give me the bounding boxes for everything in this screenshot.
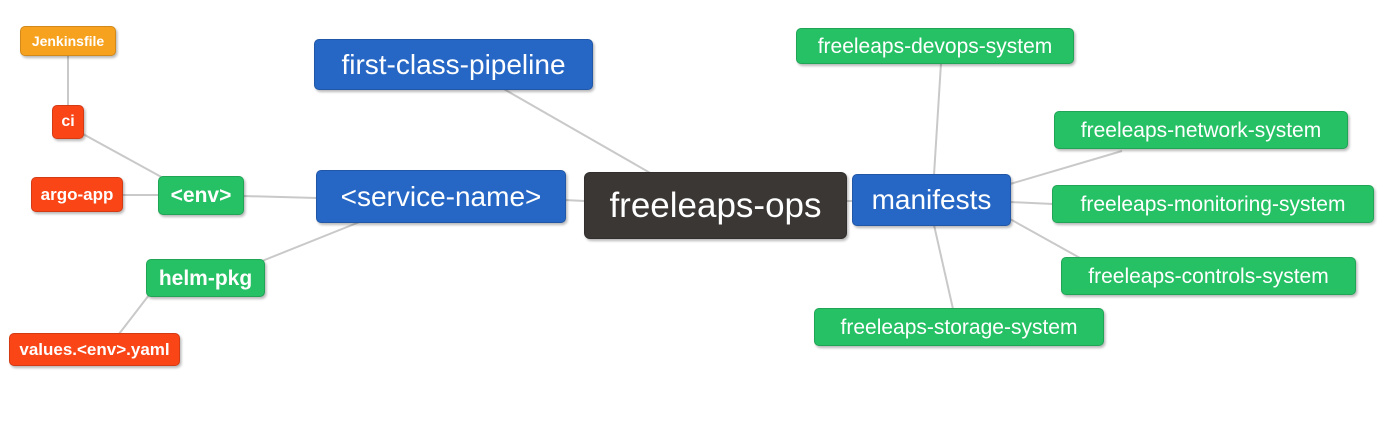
node-controls-system[interactable]: freeleaps-controls-system xyxy=(1061,257,1356,295)
node-service-name[interactable]: <service-name> xyxy=(316,170,566,223)
node-env[interactable]: <env> xyxy=(158,176,244,215)
node-first-class-pipeline[interactable]: first-class-pipeline xyxy=(314,39,593,90)
edge-ci--env xyxy=(82,133,166,180)
edge-manifests--controls-system xyxy=(1009,218,1081,259)
edge-manifests--storage-system xyxy=(933,224,954,310)
node-freeleaps-ops[interactable]: freeleaps-ops xyxy=(584,172,847,239)
node-manifests[interactable]: manifests xyxy=(852,174,1011,226)
node-ci[interactable]: ci xyxy=(52,105,84,139)
node-monitoring-system[interactable]: freeleaps-monitoring-system xyxy=(1052,185,1374,223)
edge-manifests--monitoring-system xyxy=(1009,201,1054,205)
edge-first-class-pipeline--freeleaps-ops xyxy=(501,87,653,175)
node-argo-app[interactable]: argo-app xyxy=(31,177,123,212)
edge-service-name--freeleaps-ops xyxy=(563,199,586,202)
node-devops-system[interactable]: freeleaps-devops-system xyxy=(796,28,1074,64)
node-values-env-yaml[interactable]: values.<env>.yaml xyxy=(9,333,180,366)
node-network-system[interactable]: freeleaps-network-system xyxy=(1054,111,1348,149)
node-jenkinsfile[interactable]: Jenkinsfile xyxy=(20,26,116,56)
node-storage-system[interactable]: freeleaps-storage-system xyxy=(814,308,1104,346)
edge-helm-pkg--service-name xyxy=(261,220,363,262)
edge-manifests--devops-system xyxy=(933,62,942,176)
edge-helm-pkg--values-env-yaml xyxy=(118,294,150,335)
node-helm-pkg[interactable]: helm-pkg xyxy=(146,259,265,297)
edge-env--service-name xyxy=(242,195,318,199)
edge-manifests--network-system xyxy=(1009,150,1123,185)
